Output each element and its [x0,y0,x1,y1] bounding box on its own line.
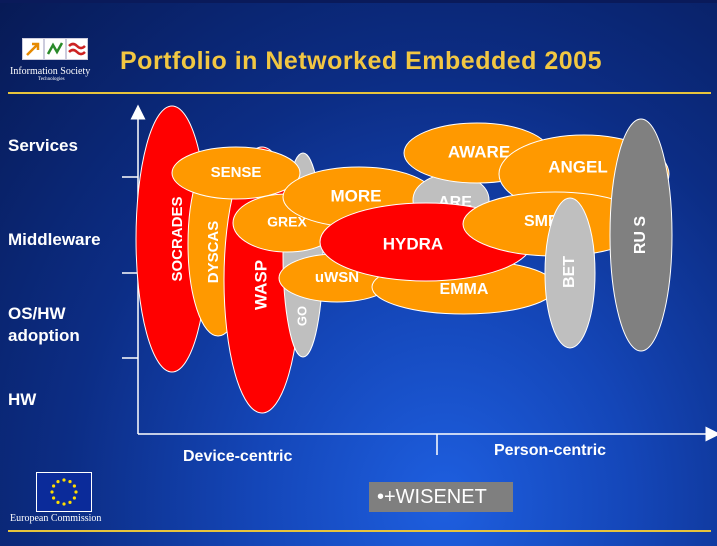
eu-logo-text: European Commission [10,513,102,524]
project-label-hydra: HYDRA [383,234,443,253]
project-label-ru-s: RU S [632,216,649,255]
project-label-aware: AWARE [448,142,510,161]
project-label-go: GO [294,306,309,326]
eu-star-icon [68,480,72,484]
project-label-dyscas: DYSCAS [205,221,222,284]
title-rule [8,92,711,94]
project-label-sense: SENSE [211,164,262,181]
eu-star-icon [68,500,72,504]
eu-star-icon [52,484,56,488]
project-bubble-sense [171,146,301,200]
eu-star-icon [72,484,76,488]
group-label-person-centric: Person-centric [494,442,607,459]
chart-icon [44,38,66,60]
ist-logo-subtext: Technologies [38,77,65,82]
project-label-socrades: SOCRADES [169,196,186,281]
project-label-uwsn: uWSN [315,269,359,286]
wisenet-note: •+WISENET [369,482,513,512]
top-border [0,0,717,3]
eu-star-icon [56,480,60,484]
project-label-grex: GREX [267,214,307,230]
ist-logo-text: Information Society [10,66,91,77]
project-label-wasp: WASP [251,260,270,310]
eu-star-icon [50,490,54,494]
eu-star-icon [72,496,76,500]
eu-star-icon [62,502,66,506]
slide-title: Portfolio in Networked Embedded 2005 [120,47,602,75]
level-label-hw: HW [8,390,37,409]
group-label-device-centric: Device-centric [183,448,293,465]
ist-logo [18,38,90,66]
eu-star-icon [62,478,66,482]
eu-flag-logo [36,472,92,512]
project-label-bet: BET [561,256,578,288]
level-label-os-hw: OS/HW adoption [8,304,80,345]
wave-icon [66,38,88,60]
project-label-more: MORE [331,186,382,205]
eu-star-icon [56,500,60,504]
level-label-middleware: Middleware [8,230,101,249]
project-bubble-ru-s [609,118,673,352]
project-label-emma: EMMA [440,281,489,298]
bottom-rule [8,530,711,532]
project-label-angel: ANGEL [548,157,608,176]
eu-stars-icon [50,478,78,506]
project-bubble-bet [544,197,596,349]
eu-star-icon [74,490,78,494]
eu-star-icon [52,496,56,500]
arrow-icon [22,38,44,60]
level-label-services: Services [8,136,78,155]
